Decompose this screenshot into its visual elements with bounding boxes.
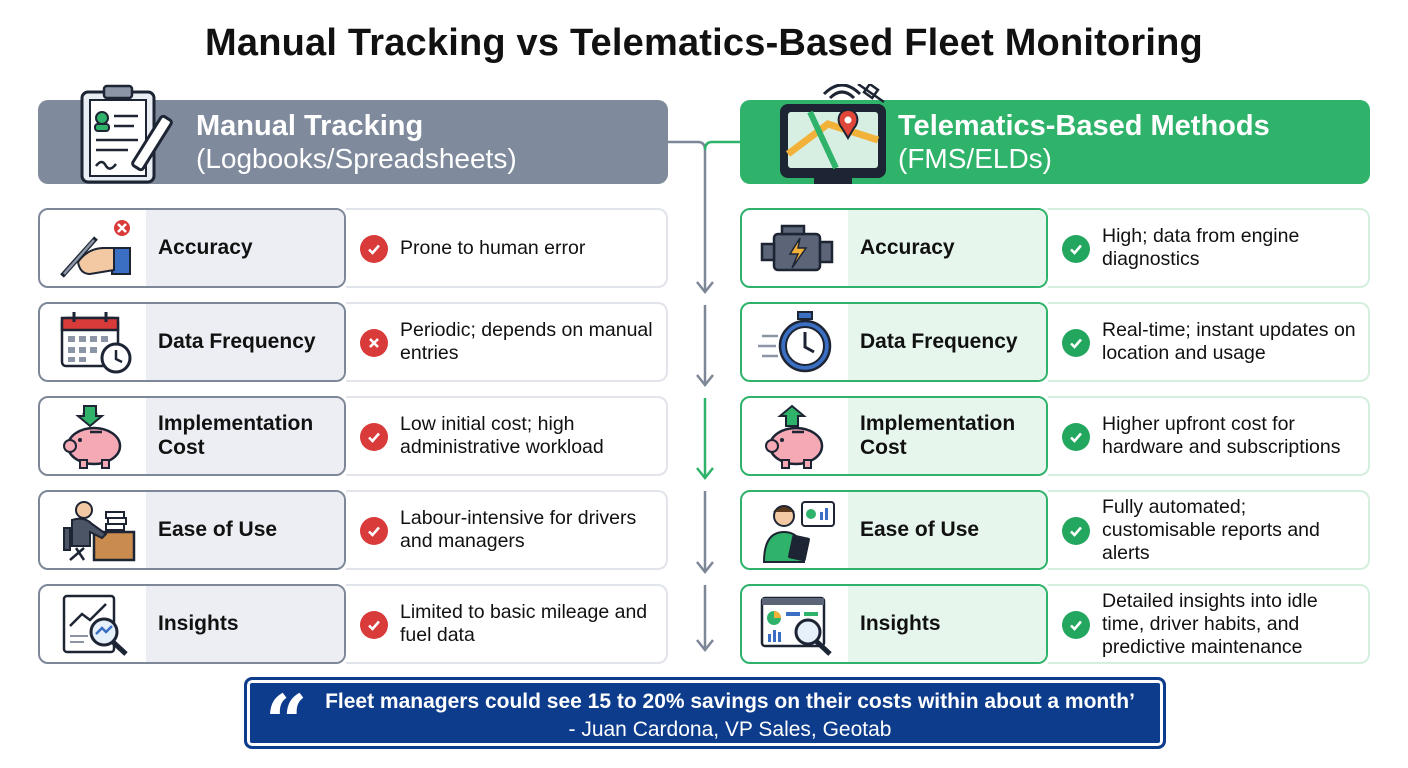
row-label-card: Data Frequency bbox=[740, 302, 1048, 382]
row-value: Low initial cost; high administrative wo… bbox=[400, 413, 604, 458]
row-value-card: Prone to human error bbox=[346, 208, 668, 288]
row-label: Ease of Use bbox=[158, 517, 278, 541]
check-icon bbox=[1062, 517, 1090, 545]
right-header-subtitle: (FMS/ELDs) bbox=[898, 143, 1052, 175]
quote-mark-icon: “ bbox=[265, 680, 308, 766]
left-header-title: Manual Tracking bbox=[196, 110, 424, 142]
row-value: Detailed insights into idle time, driver… bbox=[1102, 589, 1318, 658]
row-value: Higher upfront cost for hardware and sub… bbox=[1102, 413, 1341, 458]
right-row-ease-of-use: Ease of Use Fully automated; customisabl… bbox=[740, 490, 1370, 570]
row-label-card: Implementation Cost bbox=[38, 396, 346, 476]
left-row-implementation-cost: Implementation Cost Low initial cost; hi… bbox=[38, 396, 668, 476]
row-label: Ease of Use bbox=[860, 517, 980, 541]
row-value: Periodic; depends on manual entries bbox=[400, 319, 653, 364]
engine-icon bbox=[760, 224, 834, 272]
check-icon bbox=[1062, 423, 1090, 451]
left-row-ease-of-use: Ease of Use Labour-intensive for drivers… bbox=[38, 490, 668, 570]
row-value-card: Limited to basic mileage and fuel data bbox=[346, 584, 668, 664]
row-label: Data Frequency bbox=[860, 329, 1018, 353]
row-label: Implementation Cost bbox=[158, 411, 314, 459]
left-row-data-frequency: Data Frequency Periodic; depends on manu… bbox=[38, 302, 668, 382]
check-icon bbox=[360, 235, 388, 263]
cross-icon bbox=[360, 329, 388, 357]
piggy-bank-up-icon bbox=[765, 404, 824, 469]
row-label-card: Implementation Cost bbox=[740, 396, 1048, 476]
quote-banner: “ Fleet managers could see 15 to 20% sav… bbox=[244, 677, 1166, 760]
person-tablet-dashboard-icon bbox=[762, 501, 835, 563]
row-label-card: Insights bbox=[38, 584, 346, 664]
row-label: Data Frequency bbox=[158, 329, 316, 353]
check-icon bbox=[1062, 235, 1090, 263]
row-label-card: Ease of Use bbox=[740, 490, 1048, 570]
check-icon bbox=[1062, 611, 1090, 639]
right-header-title: Telematics-Based Methods bbox=[898, 110, 1270, 142]
row-value-card: Labour-intensive for drivers and manager… bbox=[346, 490, 668, 570]
left-header-subtitle: (Logbooks/Spreadsheets) bbox=[196, 143, 517, 175]
row-value: Prone to human error bbox=[400, 236, 586, 259]
row-label-card: Accuracy bbox=[740, 208, 1048, 288]
row-label-card: Insights bbox=[740, 584, 1048, 664]
row-value-card: Detailed insights into idle time, driver… bbox=[1048, 584, 1370, 664]
quote-attribution: - Juan Cardona, VP Sales, Geotab bbox=[568, 718, 892, 741]
piggy-bank-down-icon bbox=[63, 405, 122, 469]
left-row-accuracy: Accuracy Prone to human error bbox=[38, 208, 668, 288]
report-magnifier-icon bbox=[62, 594, 128, 656]
row-value: Limited to basic mileage and fuel data bbox=[400, 601, 648, 646]
writing-hand-error-icon bbox=[60, 218, 132, 278]
row-value-card: High; data from engine diagnostics bbox=[1048, 208, 1370, 288]
row-value-card: Higher upfront cost for hardware and sub… bbox=[1048, 396, 1370, 476]
row-value-card: Low initial cost; high administrative wo… bbox=[346, 396, 668, 476]
row-value-card: Fully automated; customisable reports an… bbox=[1048, 490, 1370, 570]
row-value: Fully automated; customisable reports an… bbox=[1102, 495, 1320, 564]
check-icon bbox=[360, 423, 388, 451]
person-at-desk-icon bbox=[63, 501, 136, 562]
right-row-data-frequency: Data Frequency Real-time; instant update… bbox=[740, 302, 1370, 382]
quote-text: Fleet managers could see 15 to 20% savin… bbox=[325, 690, 1135, 713]
row-label-card: Accuracy bbox=[38, 208, 346, 288]
row-label: Implementation Cost bbox=[860, 411, 1016, 459]
row-label-card: Ease of Use bbox=[38, 490, 346, 570]
row-label: Insights bbox=[158, 611, 239, 635]
row-label: Insights bbox=[860, 611, 941, 635]
calendar-clock-icon bbox=[60, 312, 132, 374]
row-label: Accuracy bbox=[158, 235, 253, 259]
row-value: Real-time; instant updates on location a… bbox=[1102, 319, 1356, 364]
stopwatch-icon bbox=[758, 311, 832, 373]
check-icon bbox=[360, 611, 388, 639]
right-row-accuracy: Accuracy High; data from engine diagnost… bbox=[740, 208, 1370, 288]
row-value-card: Periodic; depends on manual entries bbox=[346, 302, 668, 382]
left-row-insights: Insights Limited to basic mileage and fu… bbox=[38, 584, 668, 664]
gps-tablet-satellite-icon bbox=[780, 84, 886, 184]
row-value: High; data from engine diagnostics bbox=[1102, 225, 1300, 270]
dashboard-magnifier-icon bbox=[760, 596, 832, 656]
page-title: Manual Tracking vs Telematics-Based Flee… bbox=[205, 22, 1203, 64]
row-label: Accuracy bbox=[860, 235, 955, 259]
row-value-card: Real-time; instant updates on location a… bbox=[1048, 302, 1370, 382]
manual-tracking-header: Manual Tracking (Logbooks/Spreadsheets) bbox=[38, 84, 668, 184]
telematics-header: Telematics-Based Methods (FMS/ELDs) bbox=[740, 84, 1370, 184]
right-row-insights: Insights Detailed insights into idle tim… bbox=[740, 584, 1370, 664]
clipboard-pen-icon bbox=[80, 84, 173, 184]
right-row-implementation-cost: Implementation Cost Higher upfront cost … bbox=[740, 396, 1370, 476]
check-icon bbox=[360, 517, 388, 545]
row-label-card: Data Frequency bbox=[38, 302, 346, 382]
check-icon bbox=[1062, 329, 1090, 357]
row-value: Labour-intensive for drivers and manager… bbox=[400, 507, 637, 552]
